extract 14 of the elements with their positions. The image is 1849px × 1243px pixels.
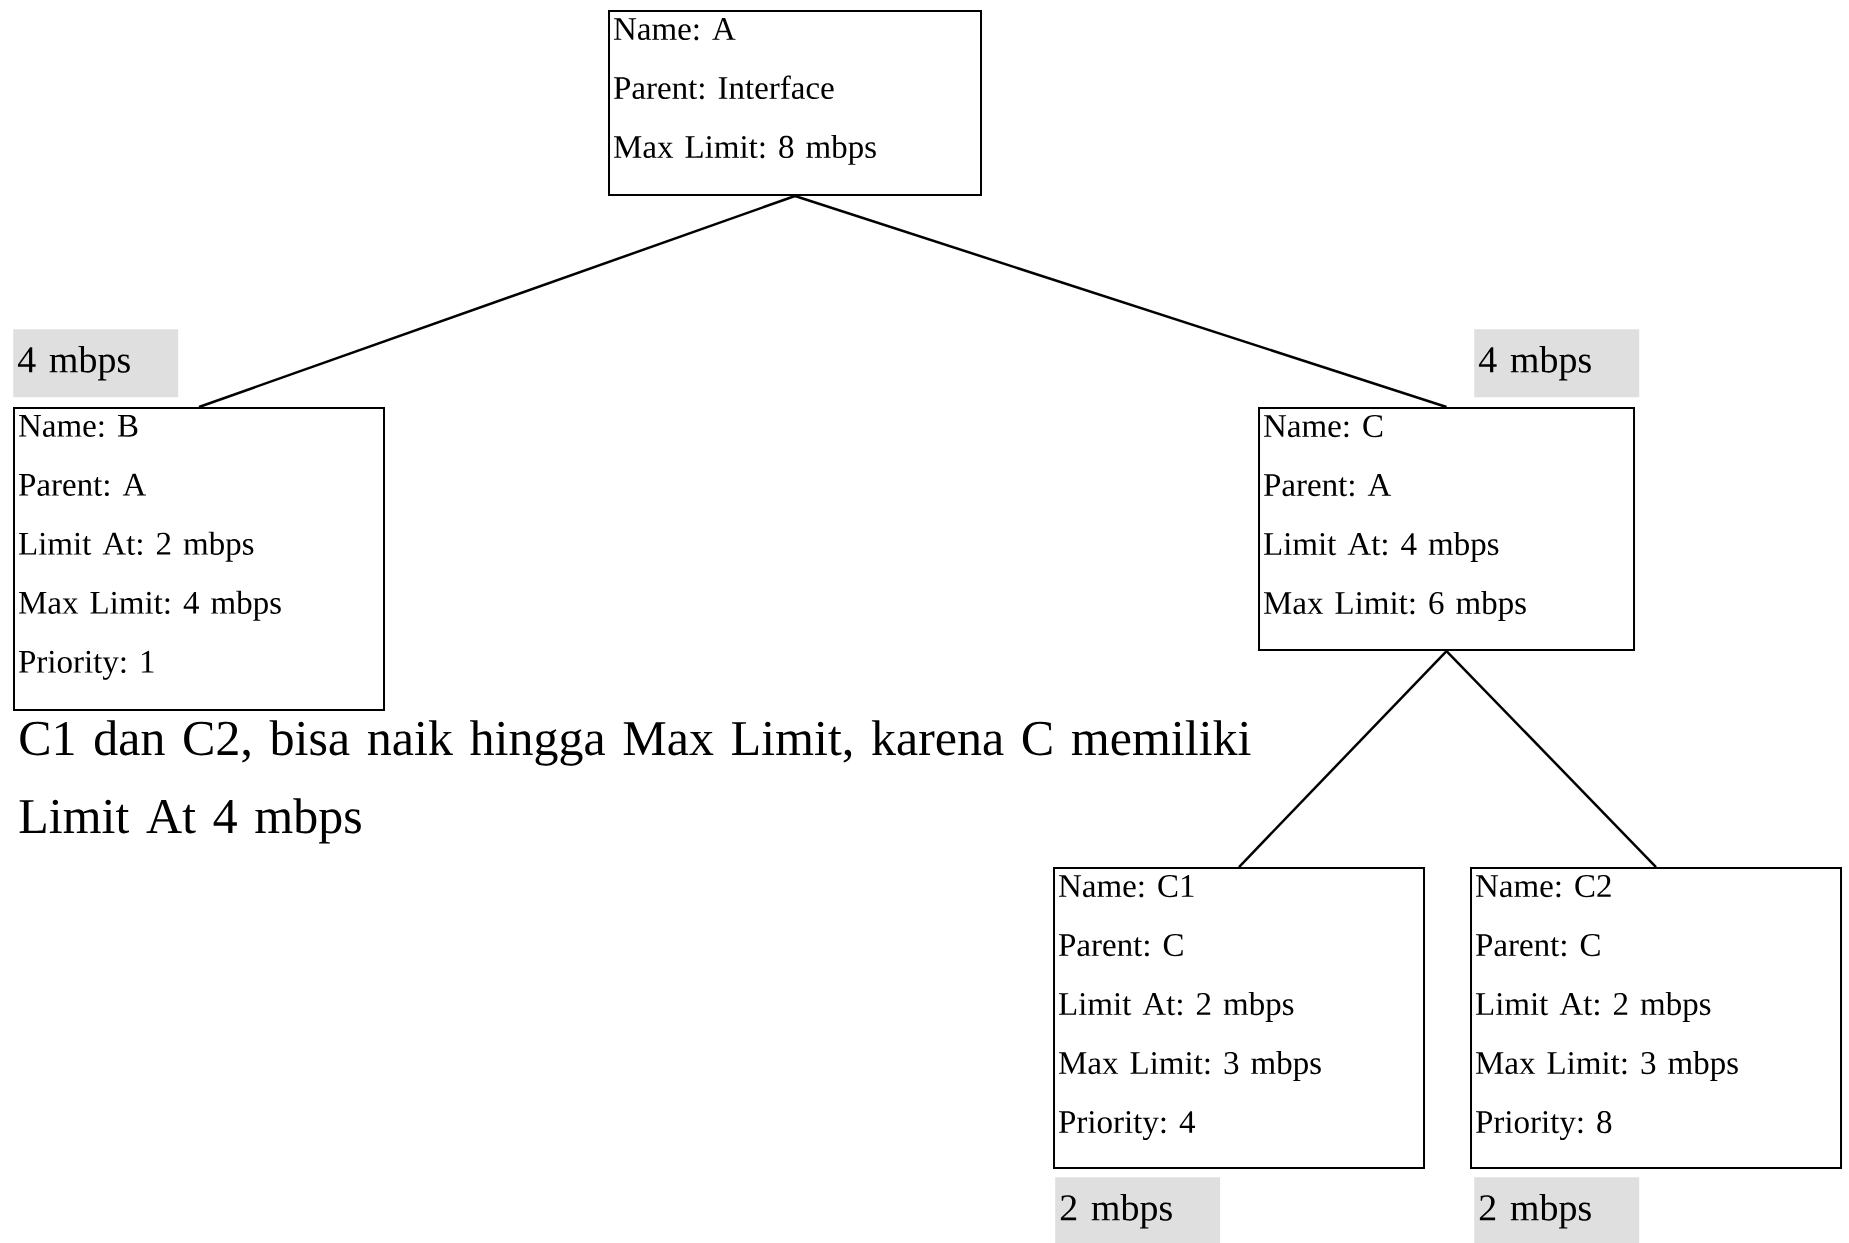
connector-line — [794, 194, 1447, 409]
rate-label: 4 mbps — [1474, 329, 1640, 398]
text-box: Name: C1 Parent: C Limit At: 2 mbps Max Limit: 3 mbps Priority: 4 — [1053, 867, 1425, 1169]
rate-label: 2 mbps — [1055, 1177, 1221, 1243]
text-box: Name: B Parent: A Limit At: 2 mbps Max Limit: 4 mbps Priority: 1 — [13, 407, 385, 711]
rate-label: 4 mbps — [13, 329, 179, 398]
text-box: Name: C2 Parent: C Limit At: 2 mbps Max Limit: 3 mbps Priority: 8 — [1470, 867, 1842, 1169]
note-text: C1 dan C2, bisa naik hingga Max Limit, karena C memiliki Limit At 4 mbps — [19, 720, 1251, 844]
connector-line — [1445, 650, 1657, 868]
rate-label: 2 mbps — [1474, 1177, 1640, 1243]
text-box: Name: A Parent: Interface Max Limit: 8 mbps — [608, 10, 982, 196]
connector-line — [1238, 650, 1448, 868]
text-box: Name: C Parent: A Limit At: 4 mbps Max Limit: 6 mbps — [1258, 407, 1635, 651]
connector-line — [198, 194, 796, 409]
